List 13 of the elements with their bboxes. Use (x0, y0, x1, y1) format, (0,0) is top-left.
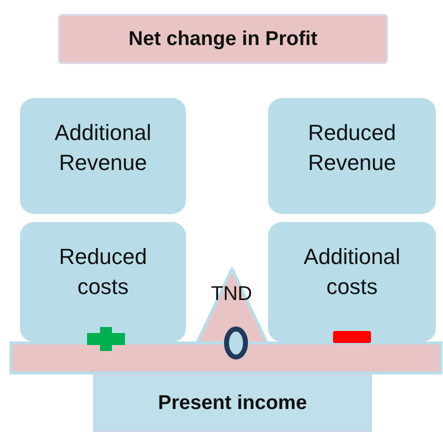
category-box (268, 222, 436, 342)
category-box (20, 222, 186, 342)
box-label: Present income (158, 390, 307, 416)
fulcrum-label: TND (211, 282, 252, 307)
box-label: Additional Revenue (54, 119, 152, 177)
category-box (268, 98, 436, 214)
category-box (20, 98, 186, 214)
base-box (93, 374, 372, 432)
box-label: Net change in Profit (128, 26, 318, 52)
box-label: Reduced Revenue (306, 119, 398, 177)
box-label: Additional costs (302, 243, 402, 301)
box-label: Reduced costs (58, 243, 148, 301)
header-box (58, 14, 388, 64)
